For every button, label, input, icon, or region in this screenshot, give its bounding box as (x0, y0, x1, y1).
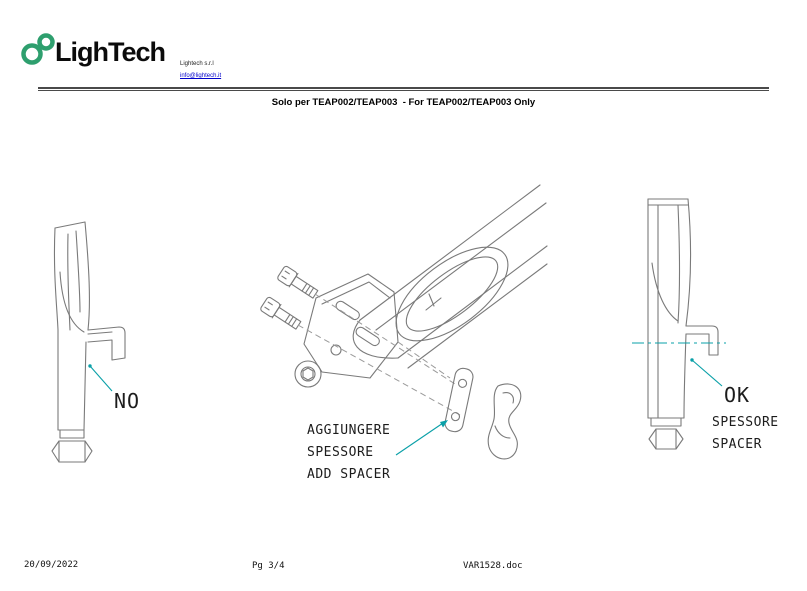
leg-lower-right (647, 333, 687, 427)
company-name: Lightech s.r.l (180, 61, 214, 67)
assembly-axis-dashed-lines (297, 293, 461, 416)
label-no: NO (114, 389, 141, 413)
socket-bolt-icon (260, 265, 319, 330)
footer-date: 20/09/2022 (24, 560, 79, 570)
spacer-plate (444, 367, 474, 433)
lightech-logo-icon (21, 33, 55, 65)
swingarm-outline (352, 184, 548, 369)
fork-leg-left (53, 221, 90, 431)
note-line-en: ADD SPACER (307, 467, 391, 482)
logo-text: LighTech (55, 37, 166, 67)
note-line-it-1: AGGIUNGERE (307, 423, 391, 438)
diagram-right-ok (632, 198, 726, 450)
hex-nut-left (51, 440, 93, 463)
fork-leg-right (647, 198, 692, 419)
add-spacer-note: AGGIUNGERE SPESSORE ADD SPACER (307, 420, 390, 486)
axle-bracket-left (87, 326, 126, 361)
leader-line-ok (690, 358, 723, 387)
mount-plate (294, 273, 399, 388)
hook-bracket (487, 383, 522, 460)
hex-nut-right (648, 428, 684, 450)
diagram-center-exploded (260, 184, 548, 460)
note-line-it-2: SPESSORE (307, 445, 374, 460)
footer-doc-name: VAR1528.doc (463, 561, 523, 571)
label-ok: OK (724, 383, 751, 407)
note-spacer: SPACER (712, 437, 762, 452)
leader-line-no (88, 364, 113, 392)
footer-page-number: Pg 3/4 (252, 561, 285, 571)
spacer-note-right: SPESSORE SPACER (712, 412, 779, 456)
page-title: Solo per TEAP002/TEAP003 - For TEAP002/T… (271, 97, 536, 108)
leg-lower-left (57, 341, 87, 439)
axle-bracket-right (685, 325, 719, 356)
leader-line-add-spacer (395, 420, 448, 456)
email-link[interactable]: info@lightech.it (180, 73, 222, 79)
header-divider (38, 87, 769, 91)
note-spessore: SPESSORE (712, 415, 779, 430)
diagram-left-no (51, 221, 126, 463)
